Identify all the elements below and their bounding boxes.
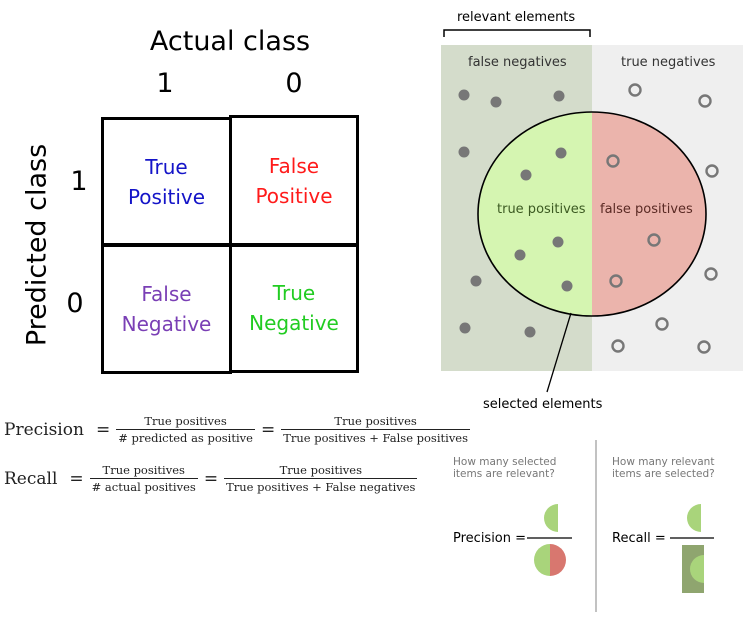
selected-pointer-line [546, 312, 572, 393]
relevant-item-dot [514, 249, 526, 261]
relevant-item-dot [561, 280, 573, 292]
relevant-item-dot [552, 236, 564, 248]
irrelevant-item-dot [704, 267, 718, 281]
selected-elements-label: selected elements [483, 397, 603, 412]
row-label-1: 1 [70, 166, 88, 197]
false-negatives-label: false negatives [468, 55, 567, 70]
true-negatives-label: true negatives [621, 55, 716, 70]
precision-formula-lhs: Precision [4, 419, 84, 440]
relevant-item-dot [458, 89, 470, 101]
col-label-0: 0 [285, 68, 303, 99]
fraction-denominator: True positives + False negatives [224, 478, 418, 494]
irrelevant-item-dot [628, 83, 642, 97]
recall-formula-lhs: Recall [4, 468, 58, 489]
selected-ellipse [477, 111, 707, 317]
precision-question: How many selected items are relevant? [453, 456, 557, 480]
row-label-0: 0 [66, 288, 84, 319]
fraction-numerator: True positives [144, 414, 227, 428]
irrelevant-item-dot [609, 274, 623, 288]
relevant-item-dot [553, 90, 565, 102]
relevant-item-dot [459, 322, 471, 334]
fraction-denominator: True positives + False positives [281, 429, 471, 445]
relevant-item-dot [458, 146, 470, 158]
irrelevant-item-dot [698, 94, 712, 108]
irrelevant-item-dot [697, 340, 711, 354]
relevant-item-dot [490, 96, 502, 108]
recall-question: How many relevant items are selected? [612, 456, 715, 480]
relevant-item-dot [524, 326, 536, 338]
irrelevant-item-dot [655, 317, 669, 331]
precision-glyph-label: Precision = [453, 531, 527, 546]
precision-fraction-1: True positives # predicted as positive [116, 414, 255, 445]
cell-false-positive: False Positive [229, 115, 359, 247]
cell-true-negative: True Negative [229, 243, 359, 373]
recall-fraction-2: True positives True positives + False ne… [224, 463, 418, 494]
equals-sign: = [69, 468, 84, 489]
false-positives-label: false positives [600, 202, 693, 217]
relevant-item-dot [520, 169, 532, 181]
equals-sign: = [203, 468, 219, 489]
precision-fraction-2: True positives True positives + False po… [281, 414, 471, 445]
col-label-1: 1 [156, 68, 174, 99]
confusion-matrix-title: Actual class [149, 26, 311, 57]
equals-sign: = [95, 419, 111, 440]
irrelevant-item-dot [647, 233, 661, 247]
fraction-denominator: # predicted as positive [116, 429, 255, 445]
recall-denominator-half-circle [690, 555, 704, 583]
relevant-item-dot [470, 275, 482, 287]
true-positives-label: true positives [497, 202, 586, 217]
fraction-numerator: True positives [279, 463, 362, 477]
relevant-elements-label: relevant elements [457, 10, 576, 25]
recall-glyph-label: Recall = [612, 531, 666, 546]
relevant-item-dot [555, 147, 567, 159]
precision-denominator-right-glyph [550, 544, 566, 576]
data-points [458, 83, 719, 354]
precision-formula: Precision = True positives # predicted a… [4, 414, 471, 445]
fraction-numerator: True positives [334, 414, 417, 428]
fraction-numerator: True positives [102, 463, 185, 477]
precision-numerator-glyph [544, 504, 558, 532]
recall-fraction-1: True positives # actual positives [89, 463, 198, 494]
irrelevant-item-dot [611, 339, 625, 353]
recall-numerator-glyph [687, 504, 701, 532]
equals-sign: = [260, 419, 276, 440]
fraction-denominator: # actual positives [89, 478, 198, 494]
precision-denominator-left-glyph [534, 544, 550, 576]
recall-formula: Recall = True positives # actual positiv… [4, 463, 418, 494]
irrelevant-item-dot [705, 164, 719, 178]
relevant-bracket [443, 29, 591, 37]
false-positive-area [592, 112, 706, 316]
irrelevant-item-dot [606, 154, 620, 168]
true-positive-area [478, 112, 592, 316]
